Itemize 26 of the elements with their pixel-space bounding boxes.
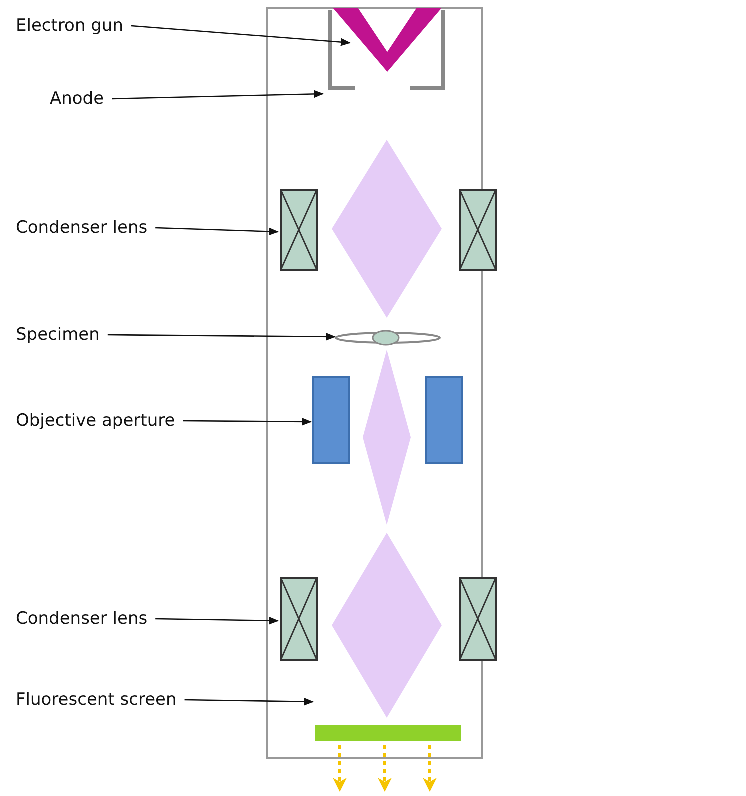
lens-coil bbox=[459, 577, 497, 661]
lens-coil bbox=[280, 577, 318, 661]
anode bbox=[328, 8, 445, 90]
leader-line bbox=[184, 698, 314, 706]
lens-coil bbox=[459, 189, 497, 271]
leader-line bbox=[156, 227, 279, 236]
part-label: Specimen bbox=[16, 325, 100, 345]
fluorescent-screen bbox=[315, 725, 461, 741]
part-label: Anode bbox=[50, 89, 104, 109]
leader-line bbox=[112, 90, 324, 100]
leader-line bbox=[156, 616, 279, 625]
leader-line bbox=[183, 418, 312, 426]
part-label: Objective aperture bbox=[16, 411, 176, 431]
lens-coil bbox=[280, 189, 318, 271]
part-label: Condenser lens bbox=[16, 609, 148, 629]
specimen bbox=[335, 330, 441, 346]
aperture-block bbox=[425, 376, 463, 464]
aperture-block bbox=[312, 376, 350, 464]
electron-beam bbox=[332, 140, 442, 318]
electron-beam bbox=[332, 533, 442, 718]
part-label: Electron gun bbox=[16, 16, 124, 36]
leader-line bbox=[131, 25, 351, 46]
part-label: Fluorescent screen bbox=[16, 690, 177, 710]
part-label: Condenser lens bbox=[16, 218, 148, 238]
electron-beam bbox=[363, 350, 411, 525]
leader-line bbox=[108, 332, 336, 341]
